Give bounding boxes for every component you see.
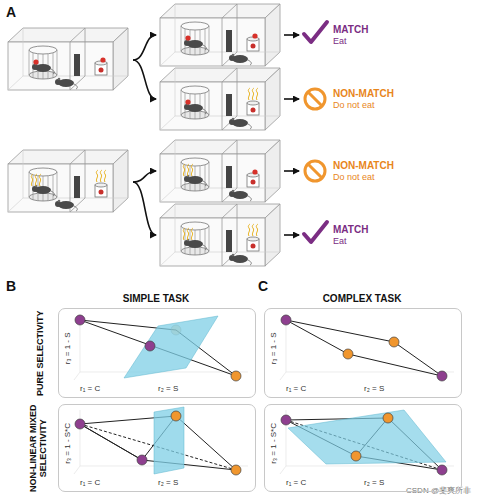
axis-label: r₁ = C (79, 385, 101, 394)
outcome-label: NON-MATCH (333, 88, 394, 100)
panel-letter: B (6, 278, 16, 294)
outcome-action: Eat (333, 36, 347, 46)
state-space-panel: r₁ = C r₂ = S r₃ = 1 - S*C (58, 404, 256, 492)
row-heading: PURE SELECTIVITY (35, 310, 45, 396)
outcome-action: Eat (333, 236, 347, 246)
axis-label: r₁ = C (285, 385, 307, 394)
panel-letter: A (6, 4, 16, 20)
outcome-label: NON-MATCH (333, 160, 394, 172)
outcome-action: Do not eat (333, 172, 375, 182)
outcome-action: Do not eat (333, 100, 375, 110)
axis-label: r₂ = S (363, 479, 385, 488)
axis-label: r₃ = 1 - S*C (270, 422, 279, 465)
axis-label: r₂ = S (157, 479, 179, 488)
state-space-panel: r₁ = C r₂ = S r₃ = 1 - S*C (264, 404, 462, 492)
watermark: CSDN @斐爽所非 (404, 486, 473, 495)
outcome-label: MATCH (333, 224, 368, 236)
panel-letter: C (258, 278, 268, 294)
axis-label: r₃ = 1 - S*C (64, 422, 73, 465)
outcome-label: MATCH (333, 24, 368, 36)
state-space-panel: r₁ = C r₂ = S r₃ = 1 - S (264, 308, 462, 398)
axis-label: r₂ = S (157, 385, 179, 394)
state-space-panel: r₁ = C r₂ = S r₃ = 1 - S (58, 308, 256, 398)
column-heading: SIMPLE TASK (123, 293, 189, 305)
axis-label: r₃ = 1 - S (64, 331, 73, 365)
column-heading: COMPLEX TASK (323, 293, 402, 305)
axis-label: r₃ = 1 - S (270, 331, 279, 365)
axis-label: r₁ = C (79, 479, 101, 488)
axis-label: r₁ = C (285, 479, 307, 488)
row-heading: NON-LINEAR MIXED SELECTIVITY (28, 402, 49, 494)
axis-label: r₂ = S (363, 385, 385, 394)
